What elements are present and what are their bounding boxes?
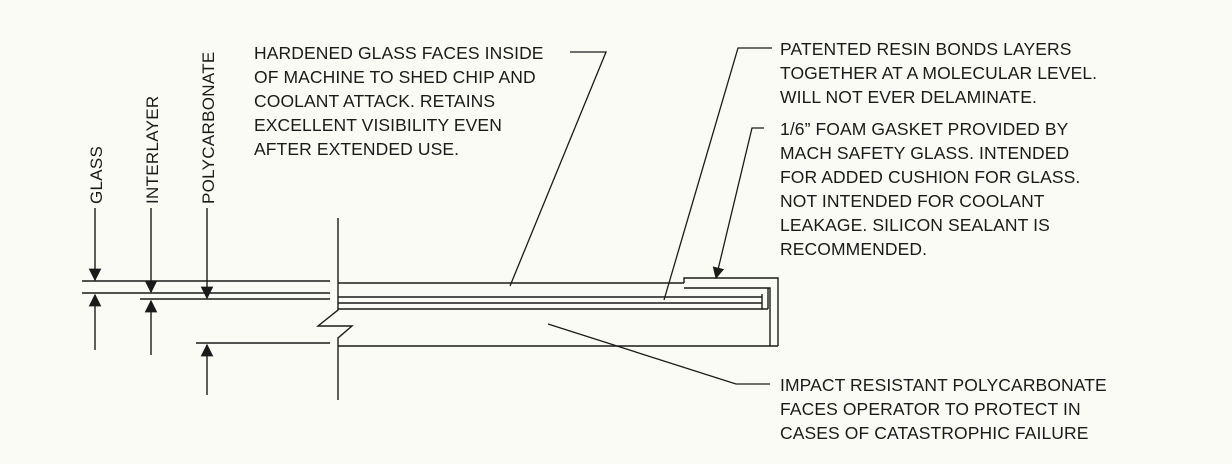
callout-line: MACH SAFETY GLASS. INTENDED <box>780 143 1070 163</box>
callout-line: COOLANT ATTACK. RETAINS <box>254 91 496 111</box>
frame-channel-inner <box>684 287 771 346</box>
callout-line: FACES OPERATOR TO PROTECT IN <box>780 399 1081 419</box>
impact-polycarbonate-leader <box>547 323 770 385</box>
callout-line: TOGETHER AT A MOLECULAR LEVEL. <box>780 63 1098 83</box>
interlayer-label: INTERLAYER <box>143 96 162 205</box>
callout-line: FOR ADDED CUSHION FOR GLASS. <box>780 167 1081 187</box>
callout-line: AFTER EXTENDED USE. <box>254 139 460 159</box>
hardened-glass-leader <box>509 51 607 287</box>
patented-resin-leader <box>663 47 772 301</box>
callout-line: 1/6” FOAM GASKET PROVIDED BY <box>780 119 1069 139</box>
foam-gasket-leader <box>712 127 764 280</box>
hardened-glass-callout: HARDENED GLASS FACES INSIDE OF MACHINE T… <box>254 41 544 161</box>
callout-line: WILL NOT EVER DELAMINATE. <box>780 87 1037 107</box>
callout-line: EXCELLENT VISIBILITY EVEN <box>254 115 502 135</box>
callout-line: IMPACT RESISTANT POLYCARBONATE <box>780 375 1107 395</box>
callout-line: OF MACHINE TO SHED CHIP AND <box>254 67 536 87</box>
callout-line: NOT INTENDED FOR COOLANT <box>780 191 1045 211</box>
callout-line: RECOMMENDED. <box>780 239 928 259</box>
patented-resin-callout: PATENTED RESIN BONDS LAYERS TOGETHER AT … <box>780 37 1097 109</box>
callout-line: LEAKAGE. SILICON SEALANT IS <box>780 215 1050 235</box>
callout-line: PATENTED RESIN BONDS LAYERS <box>780 39 1072 59</box>
foam-gasket-callout: 1/6” FOAM GASKET PROVIDED BY MACH SAFETY… <box>780 117 1080 261</box>
break-line <box>316 218 354 400</box>
impact-polycarbonate-callout: IMPACT RESISTANT POLYCARBONATE FACES OPE… <box>780 373 1107 445</box>
polycarbonate-label: POLYCARBONATE <box>199 51 218 204</box>
callout-line: HARDENED GLASS FACES INSIDE <box>254 43 544 63</box>
foam-gasket-profile <box>683 277 779 346</box>
callout-line: CASES OF CATASTROPHIC FAILURE <box>780 423 1089 443</box>
glass-label: GLASS <box>87 146 106 204</box>
